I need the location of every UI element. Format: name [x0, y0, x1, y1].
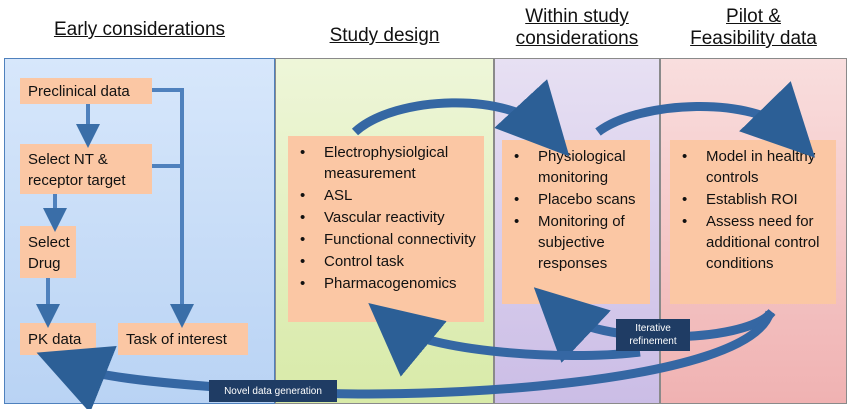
within-study-item: Monitoring of subjective responses	[512, 211, 642, 274]
iterative-line1: Iterative	[635, 323, 671, 334]
select-drug-line2: Drug	[28, 255, 61, 272]
label-iterative-refinement: Iterative refinement	[616, 319, 690, 351]
header-within-line2: considerations	[515, 28, 639, 49]
label-novel-data-generation: Novel data generation	[209, 380, 337, 402]
box-select-drug: Select Drug	[20, 226, 76, 278]
study-design-item: Control task	[298, 251, 476, 272]
select-nt-line2: receptor target	[28, 172, 126, 189]
arrow-preclinical-to-task	[152, 88, 194, 328]
header-study-design: Study design	[329, 25, 440, 46]
box-pilot-list: Model in healthy controls Establish ROI …	[670, 140, 836, 304]
box-preclinical-data: Preclinical data	[20, 78, 152, 104]
arrow-novel-data-generation	[36, 310, 775, 409]
select-nt-line1: Select NT &	[28, 151, 108, 168]
arrow-iterative-to-study	[368, 303, 641, 377]
header-within-study: Within study considerations	[494, 6, 660, 50]
study-design-item: Pharmacogenomics	[298, 273, 476, 294]
early-flow-arrows	[36, 88, 194, 328]
box-study-design-list: Electrophysiolgical measurement ASL Vasc…	[288, 136, 484, 322]
study-design-item: Electrophysiolgical measurement	[298, 142, 476, 184]
box-task-of-interest: Task of interest	[118, 323, 248, 355]
iterative-line2: refinement	[629, 336, 677, 347]
header-pilot-line2: Feasibility data	[690, 28, 817, 49]
select-drug-line1: Select	[28, 234, 70, 251]
arrow-within-to-pilot	[595, 81, 816, 158]
pilot-item: Establish ROI	[680, 189, 828, 210]
box-select-nt-receptor: Select NT & receptor target	[20, 144, 152, 194]
header-pilot-line1: Pilot &	[726, 6, 781, 27]
study-design-item: Functional connectivity	[298, 229, 476, 250]
header-within-line1: Within study	[525, 6, 629, 27]
header-early-considerations: Early considerations	[53, 19, 226, 40]
within-study-item: Placebo scans	[512, 189, 642, 210]
pilot-item: Assess need for additional control condi…	[680, 211, 828, 274]
study-design-item: ASL	[298, 185, 476, 206]
arrow-study-to-within	[351, 79, 570, 157]
study-design-item: Vascular reactivity	[298, 207, 476, 228]
header-pilot-feasibility: Pilot & Feasibility data	[660, 6, 847, 50]
